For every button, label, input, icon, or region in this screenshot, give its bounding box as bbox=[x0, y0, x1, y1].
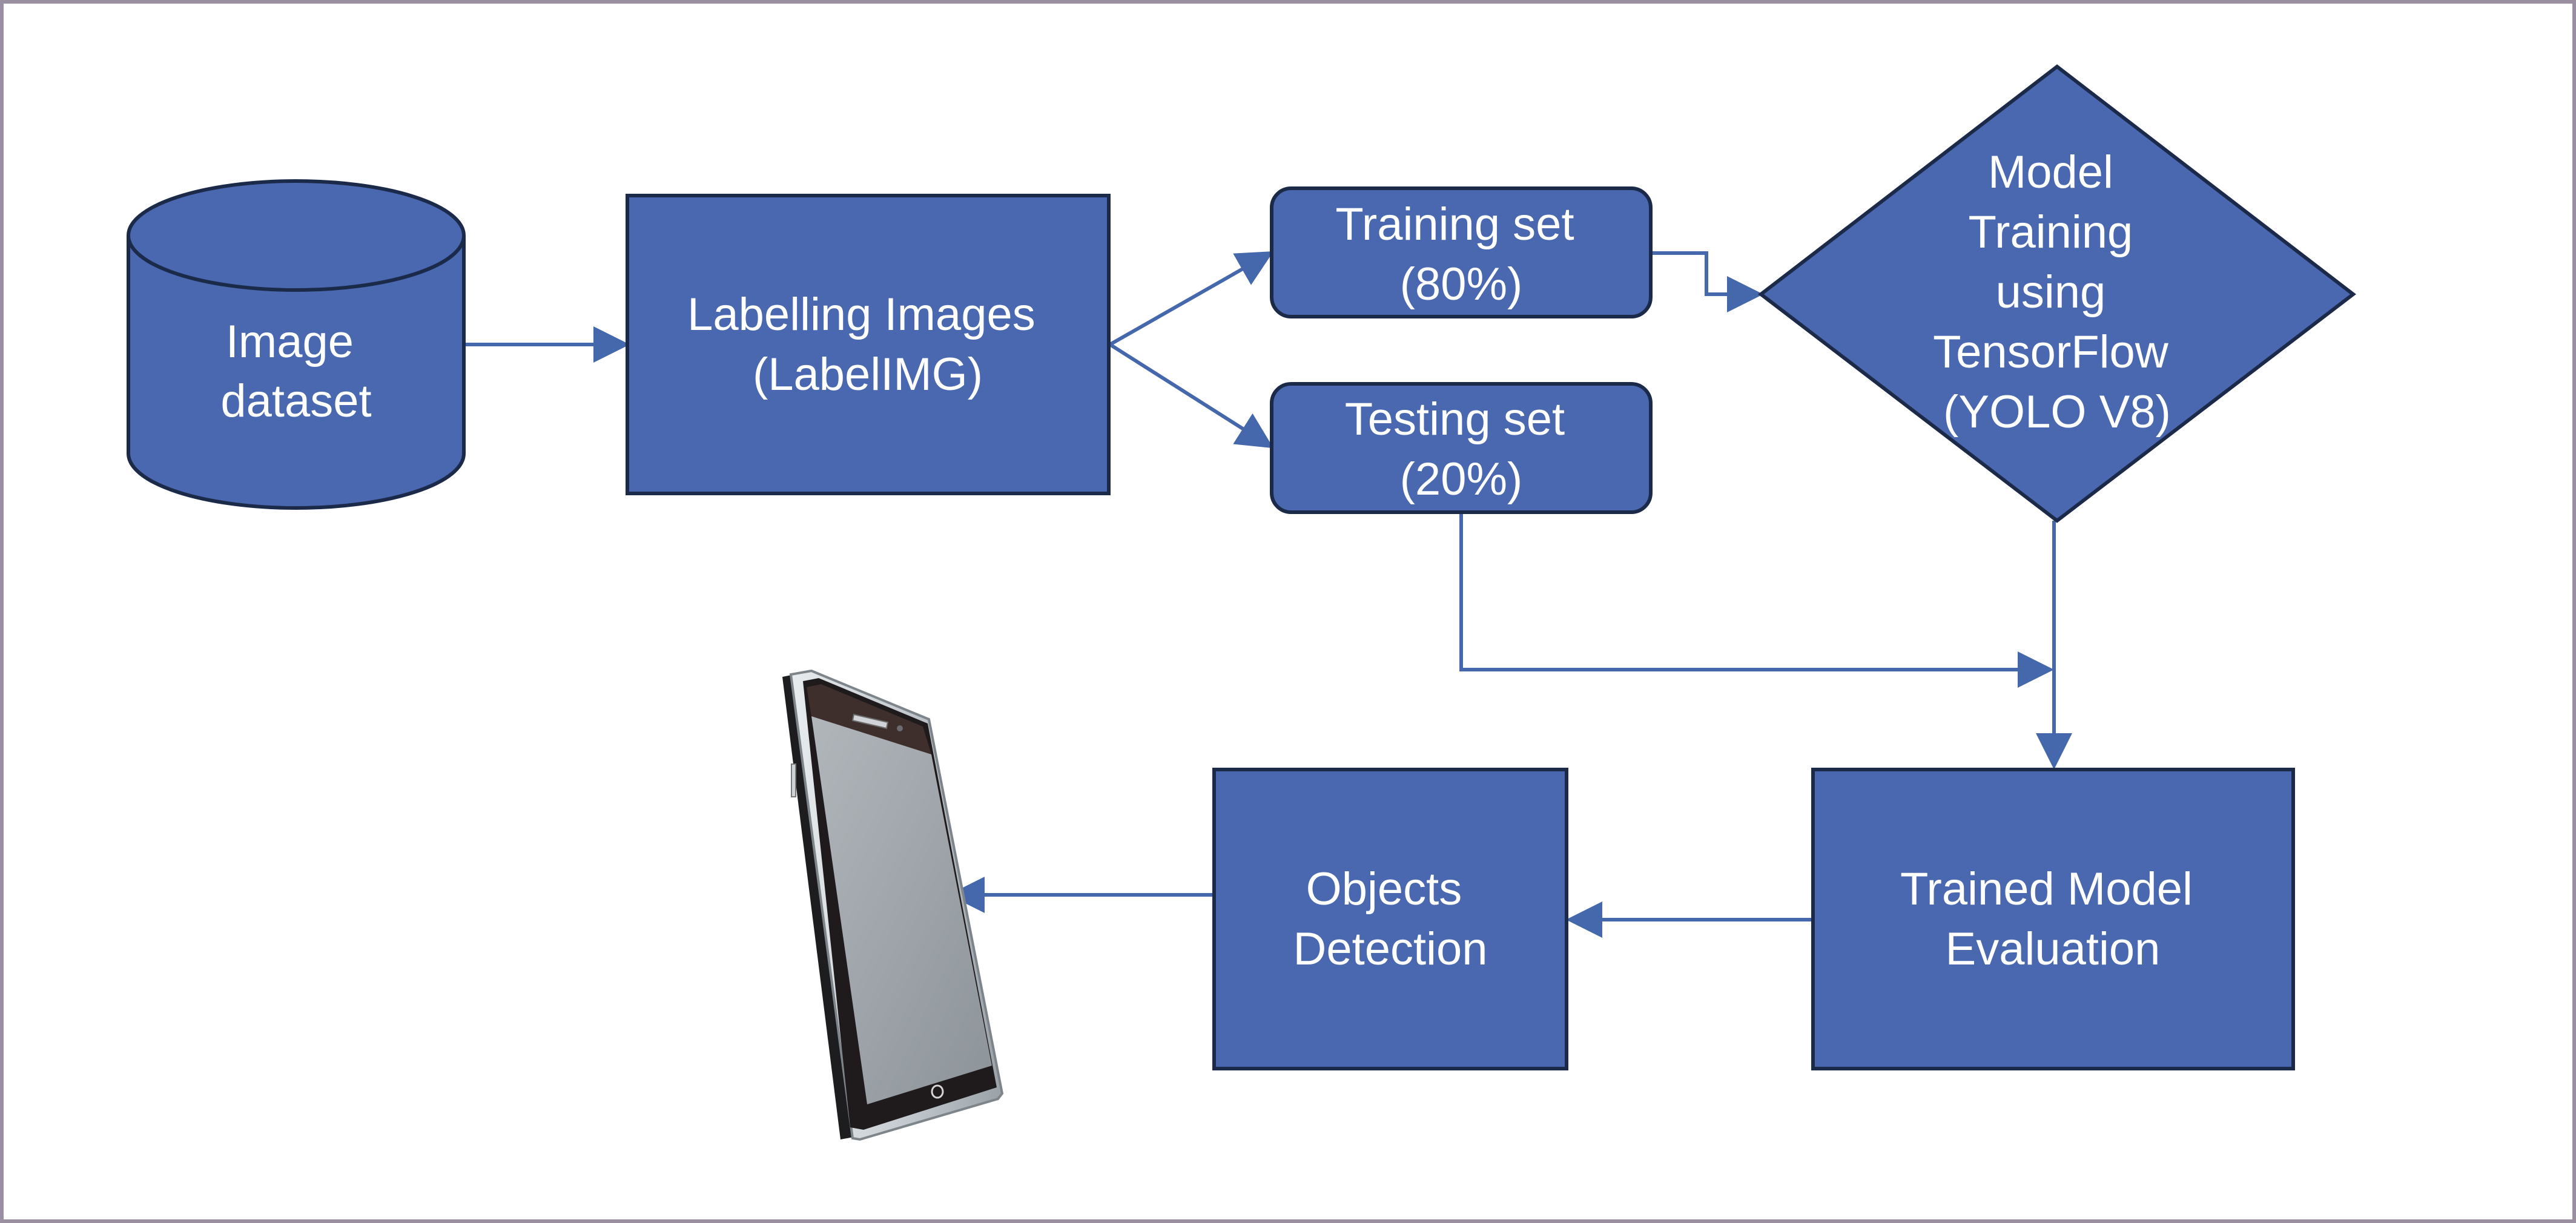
node-text-line: Detection bbox=[1293, 923, 1487, 975]
edge-labelling-to-testing-set bbox=[1109, 343, 1274, 449]
node-testing-set: Testing set (20%) bbox=[1270, 382, 1653, 514]
node-objects-detection-box bbox=[1212, 768, 1568, 1070]
node-text-line: (20%) bbox=[1400, 453, 1523, 505]
node-model-training-label: Model Training using TensorFlow (YOLO V8… bbox=[1933, 147, 2181, 438]
node-text-line: (LabelIMG) bbox=[753, 349, 983, 400]
smartphone-side-edge bbox=[782, 674, 854, 1139]
smartphone-side-button bbox=[791, 763, 796, 797]
smartphone-icon bbox=[782, 669, 1004, 1141]
node-objects-detection-label: Objects Detection bbox=[1293, 863, 1487, 975]
node-text-line: Labelling Images bbox=[687, 289, 1035, 340]
node-objects-detection: Objects Detection bbox=[1212, 768, 1568, 1070]
cylinder-top bbox=[127, 179, 466, 292]
node-text-line: using bbox=[1996, 266, 2106, 318]
node-labelling-images: Labelling Images (LabelIMG) bbox=[626, 194, 1111, 495]
node-text-line: Objects bbox=[1306, 863, 1462, 915]
node-text-line: Training bbox=[1969, 206, 2133, 258]
smartphone-speaker bbox=[851, 713, 889, 730]
node-trained-model-evaluation-box bbox=[1811, 768, 2295, 1070]
node-trained-model-evaluation-label: Trained Model Evaluation bbox=[1900, 863, 2205, 975]
node-text-line: (80%) bbox=[1400, 259, 1523, 310]
node-text-line: (YOLO V8) bbox=[1943, 386, 2171, 438]
smartphone-camera bbox=[897, 725, 903, 731]
node-labelling-images-label: Labelling Images (LabelIMG) bbox=[687, 289, 1048, 400]
node-text-line: Image bbox=[226, 316, 354, 368]
edge-training-set-to-model-training bbox=[1651, 251, 1763, 312]
node-text-line: dataset bbox=[220, 375, 371, 427]
node-labelling-images-box bbox=[626, 194, 1111, 495]
node-trained-model-evaluation: Trained Model Evaluation bbox=[1811, 768, 2295, 1070]
node-model-training: Model Training using TensorFlow (YOLO V8… bbox=[1758, 64, 2356, 523]
smartphone-screen bbox=[811, 716, 992, 1104]
node-text-line: Training set bbox=[1335, 199, 1574, 250]
node-training-set-box bbox=[1270, 186, 1653, 318]
cylinder-body bbox=[127, 236, 466, 510]
node-text-line: Trained Model bbox=[1900, 863, 2193, 915]
node-model-training-diamond bbox=[1758, 64, 2356, 523]
node-text-line: Evaluation bbox=[1946, 923, 2161, 975]
node-text-line: Model bbox=[1988, 147, 2113, 198]
edge-testing-set-to-evaluation bbox=[1459, 513, 2054, 688]
smartphone-home-button bbox=[931, 1084, 944, 1099]
node-testing-set-box bbox=[1270, 382, 1653, 514]
node-training-set: Training set (80%) bbox=[1270, 186, 1653, 318]
node-image-dataset-label: Image dataset bbox=[220, 316, 371, 427]
node-image-dataset: Image dataset bbox=[127, 179, 466, 510]
edge-labelling-to-training-set bbox=[1109, 251, 1274, 346]
node-text-line: Testing set bbox=[1345, 394, 1565, 445]
node-text-line: TensorFlow bbox=[1933, 326, 2169, 378]
node-testing-set-label: Testing set (20%) bbox=[1345, 394, 1577, 505]
node-training-set-label: Training set (80%) bbox=[1335, 199, 1587, 310]
